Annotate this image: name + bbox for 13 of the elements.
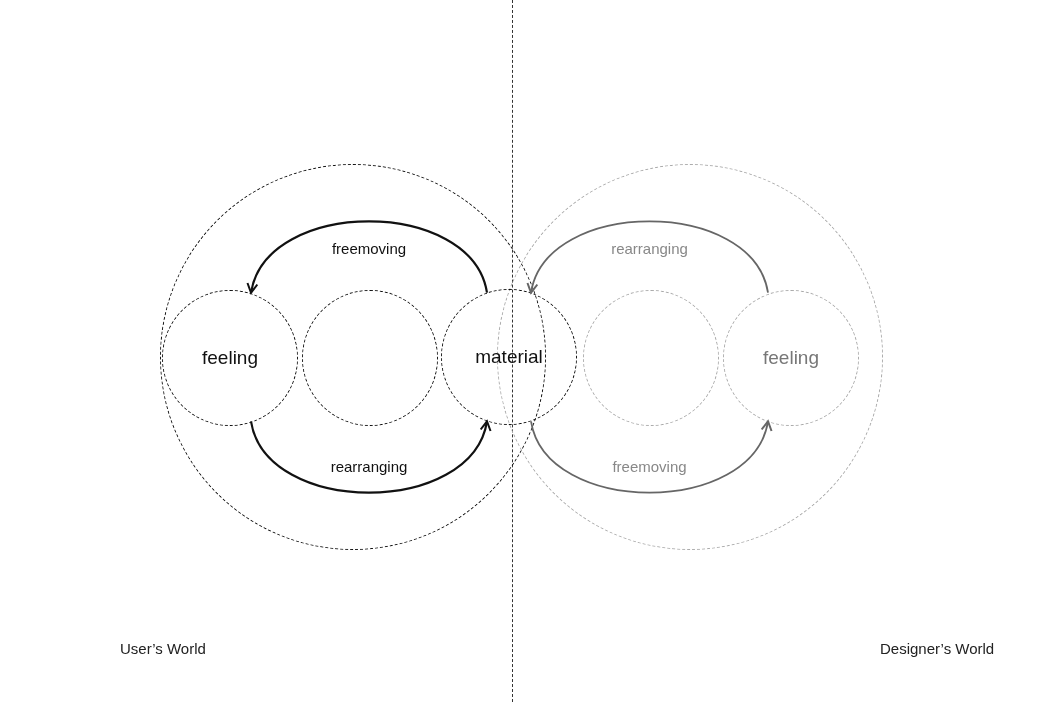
- curved-arrow: [530, 420, 771, 494]
- node-label: material: [475, 346, 543, 368]
- node-label: feeling: [202, 347, 258, 369]
- node-label: feeling: [763, 347, 819, 369]
- edge-label: rearranging: [330, 457, 408, 475]
- edge-label: freemoving: [331, 239, 407, 257]
- curved-arrow: [249, 420, 490, 494]
- edge-label: freemoving: [612, 457, 687, 475]
- edge-label: rearranging: [611, 239, 688, 257]
- region-label: Designer’s World: [880, 640, 995, 657]
- curved-arrow: [248, 220, 489, 294]
- curved-arrow: [528, 220, 769, 294]
- region-label: User’s World: [120, 640, 206, 657]
